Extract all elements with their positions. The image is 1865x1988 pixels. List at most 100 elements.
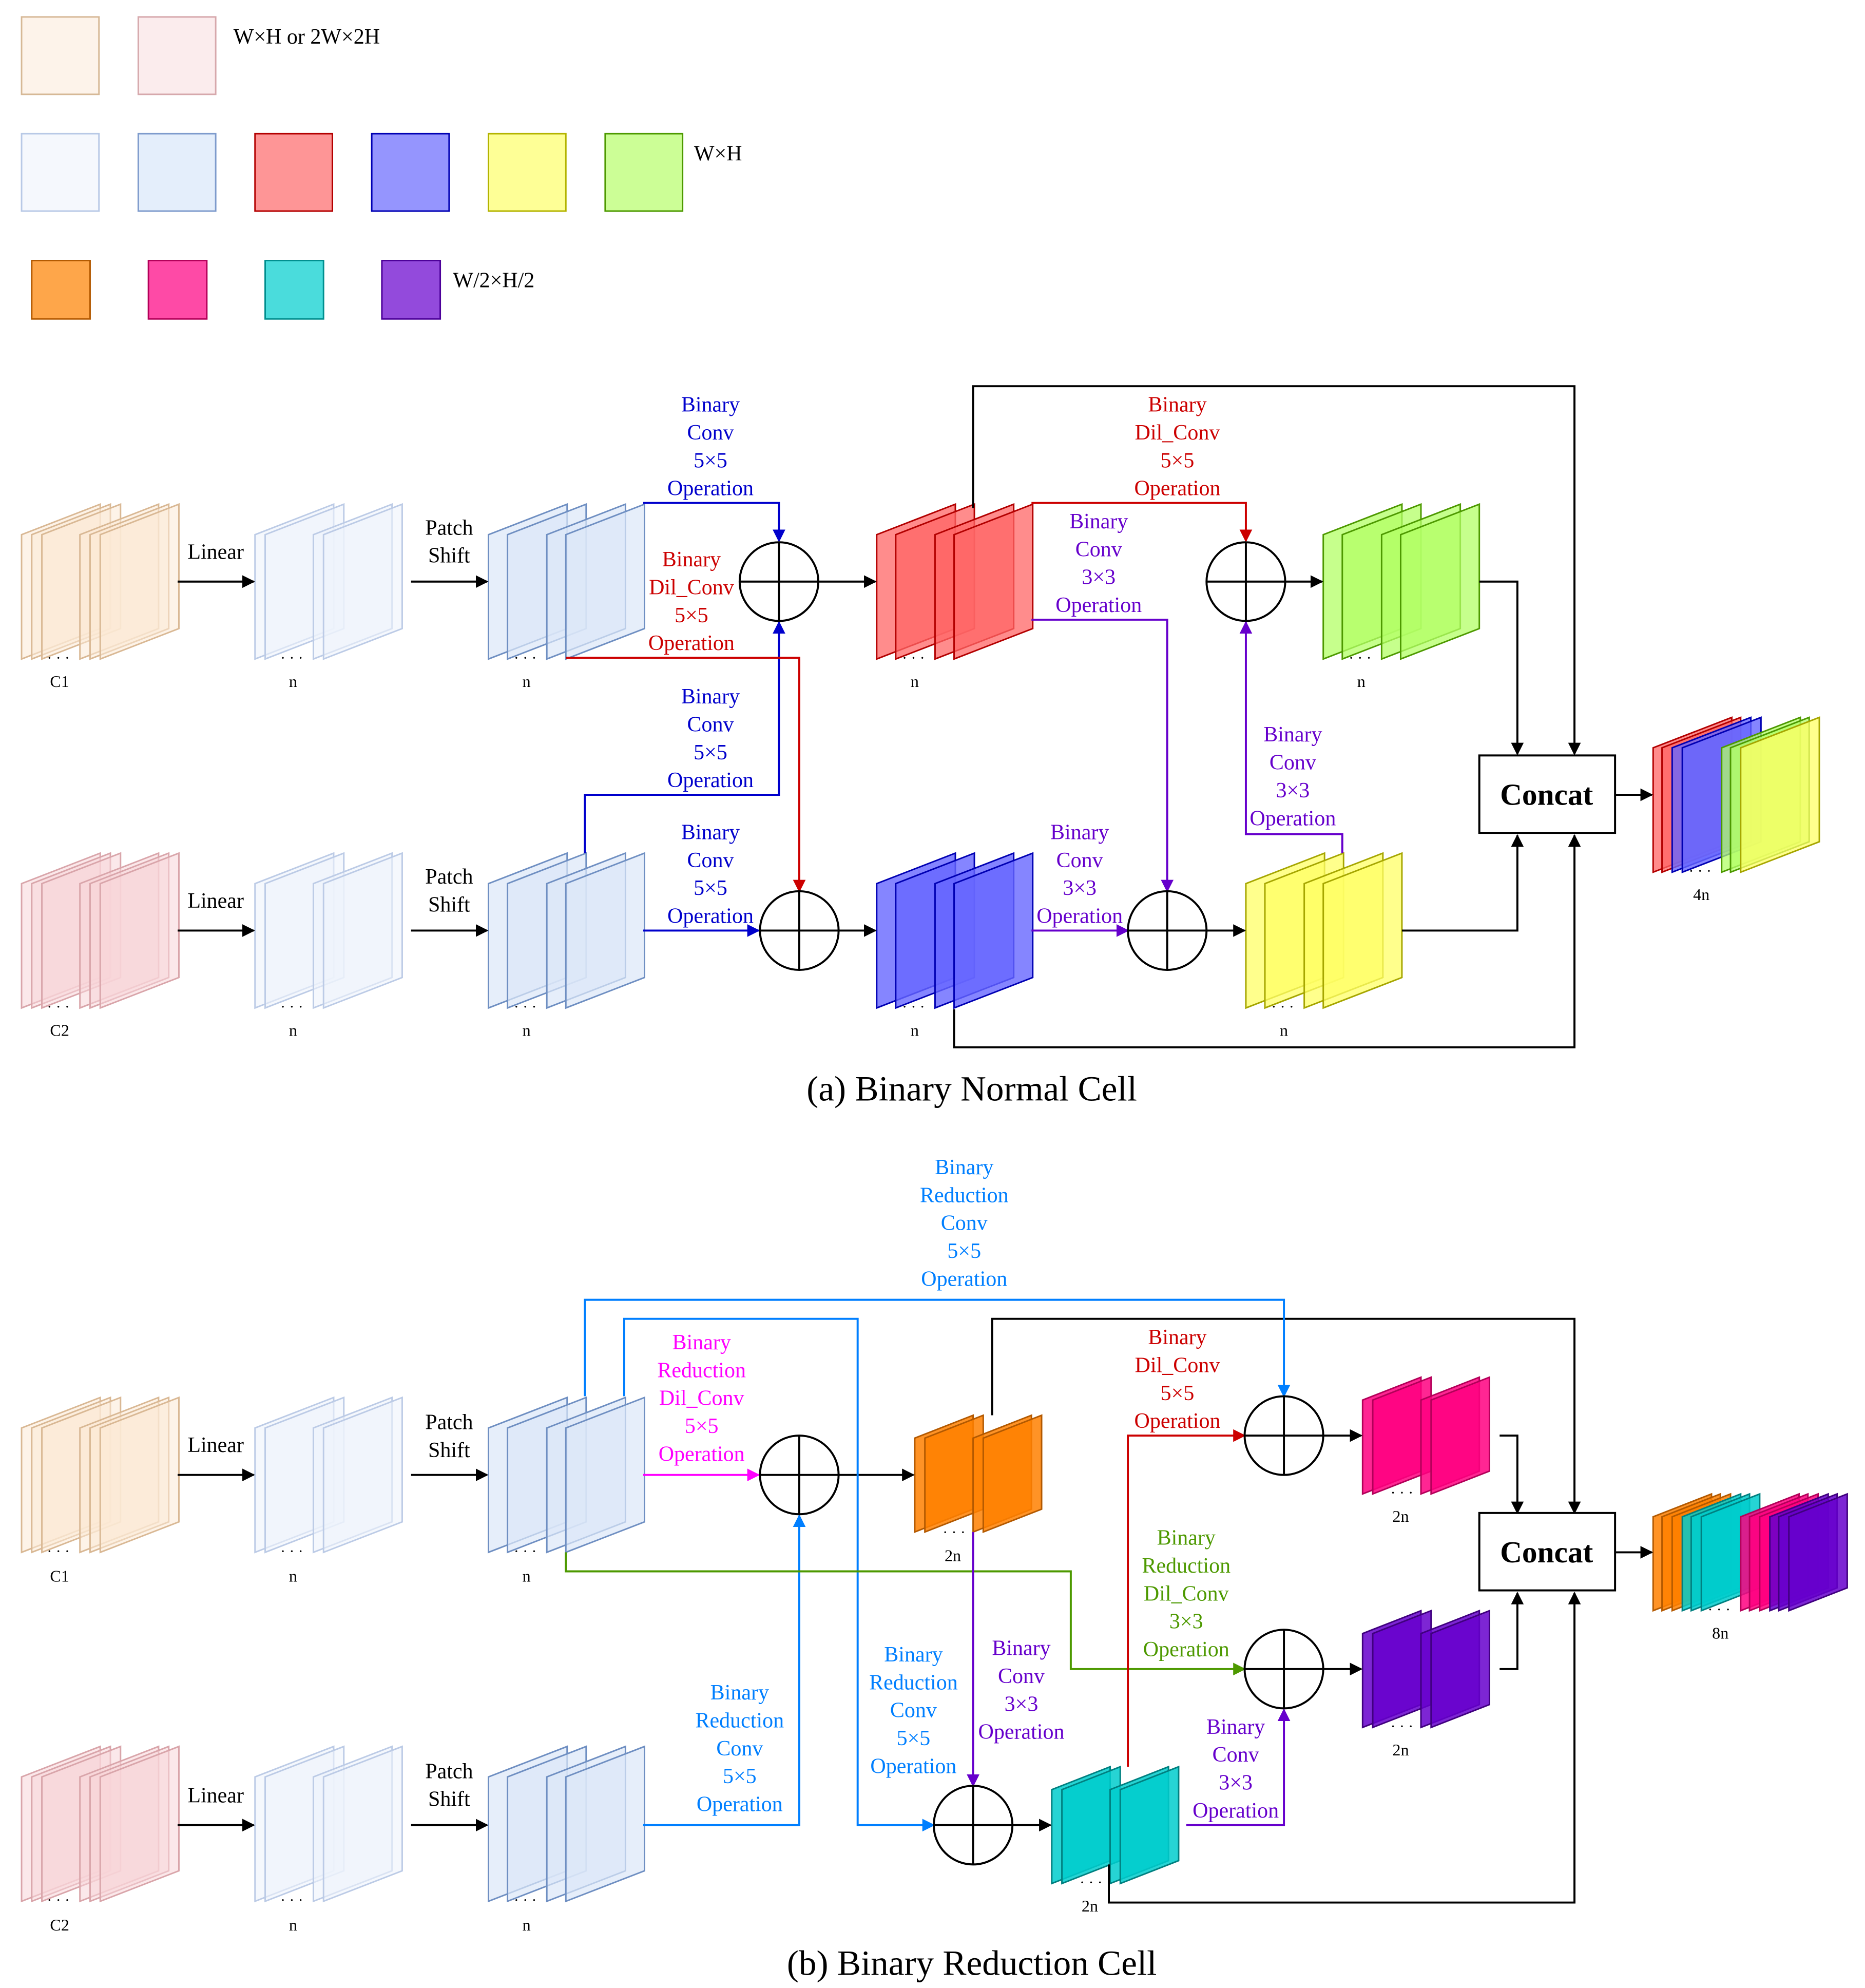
op-line: 3×3 [1063, 876, 1097, 900]
stack-ps2-normal-ellipsis: · · · [514, 999, 536, 1016]
stack-ps2-normal: · · · [488, 852, 645, 1016]
edge-cyan-concat [1108, 1592, 1581, 1904]
op-line: Operation [978, 1721, 1065, 1744]
stack-c1-red-sheet [99, 1396, 180, 1554]
op-line: Reduction [696, 1709, 784, 1732]
op-line: 5×5 [947, 1239, 981, 1263]
caption-normal: (a) Binary Normal Cell [806, 1069, 1137, 1108]
op-line: Operation [697, 1793, 783, 1817]
adder-r3 [1243, 1629, 1324, 1710]
op-line: 5×5 [1161, 1382, 1195, 1405]
concat-box-normal [1478, 754, 1617, 834]
stack-ps1-normal-sheet [565, 503, 645, 660]
reduction-adders [759, 1395, 1324, 1866]
count-n-red-4: n [523, 1916, 531, 1934]
label-linear-3: Linear [187, 1433, 244, 1457]
stack-magenta-red: · · · [1361, 1376, 1490, 1501]
feature-map-stacks: · · · · · · · · · · · · · · · · · · · · · · · ·… [21, 503, 1848, 1908]
legend-swatch-tan [21, 16, 100, 95]
op-line: Conv [998, 1665, 1045, 1688]
op-line: Conv [687, 713, 734, 736]
stack-yellow-normal: · · · [1245, 852, 1403, 1016]
stack-out-8n-ellipsis: · · · [1708, 1602, 1731, 1618]
op-line: Dil_Conv [1135, 421, 1220, 445]
op-line: 3×3 [1219, 1771, 1253, 1795]
edge-op-red-conv5-mid [623, 1317, 935, 1832]
count-n-normal-8: n [1280, 1021, 1288, 1040]
op-line: Operation [1143, 1638, 1229, 1661]
stack-blue-normal-sheet [953, 852, 1034, 1009]
op-line: Operation [667, 477, 754, 501]
op-line: Binary [1157, 1526, 1216, 1550]
op-line: Conv [1213, 1743, 1259, 1767]
op-line: Reduction [869, 1671, 958, 1694]
stack-red-normal-ellipsis: · · · [902, 650, 925, 666]
op-line: 5×5 [694, 876, 727, 900]
stack-ps2-normal-sheet [565, 852, 645, 1009]
stack-out-4n-ellipsis: · · · [1688, 863, 1711, 880]
stack-orange-red: · · · [914, 1414, 1043, 1541]
op-line: 5×5 [1161, 449, 1195, 472]
count-n-normal-1: n [289, 672, 297, 691]
concat-label-normal: Concat [1500, 778, 1593, 812]
adder-r2 [1243, 1395, 1324, 1476]
legend-swatch-pink [137, 16, 217, 95]
op-line: Binary [710, 1681, 769, 1705]
op-line: Operation [667, 769, 754, 792]
stack-n2-red-ellipsis: · · · [280, 1892, 303, 1908]
stack-yellow-normal-ellipsis: · · · [1271, 999, 1294, 1016]
count-4n: 4n [1693, 885, 1709, 904]
stack-out-4n: · · · [1652, 716, 1820, 880]
op-line: Binary [1148, 1326, 1206, 1349]
op-line: Conv [687, 849, 734, 872]
edge-op-red-conv3-right [1186, 1708, 1291, 1826]
op-line: Operation [1193, 1799, 1279, 1823]
op-line: Conv [890, 1699, 937, 1723]
stack-c1-normal-sheet [99, 503, 180, 660]
count-n-red-2: n [523, 1566, 531, 1585]
stack-n1-red: · · · [254, 1396, 403, 1560]
adder-1 [738, 541, 820, 622]
op-line: Reduction [920, 1183, 1009, 1207]
op-line: 5×5 [685, 1414, 719, 1438]
op-line: Conv [716, 1737, 763, 1761]
stack-cyan-red: · · · [1051, 1765, 1180, 1891]
stack-n1-normal-sheet [322, 503, 403, 660]
stack-n2-normal-sheet [322, 852, 403, 1009]
edge-violet-concat [1499, 1592, 1524, 1670]
op-line: Operation [667, 905, 754, 928]
op-line: Reduction [1142, 1554, 1230, 1578]
stack-ps2-red-ellipsis: · · · [514, 1892, 536, 1908]
op-line: Binary [1263, 723, 1322, 747]
edge-green-concat [1479, 580, 1524, 756]
edge-op-red-dil5-right [1127, 1429, 1246, 1767]
count-2n-magenta: 2n [1392, 1507, 1409, 1525]
normal-adders [738, 541, 1286, 971]
count-c1-normal: C1 [50, 672, 69, 691]
caption-reduction: (b) Binary Reduction Cell [787, 1943, 1157, 1982]
stack-blue-normal-ellipsis: · · · [902, 999, 925, 1016]
op-line: Operation [1055, 594, 1142, 617]
op-line: Operation [1036, 905, 1123, 928]
op-line: Operation [648, 632, 735, 655]
op-line: Conv [1270, 751, 1316, 775]
stack-ps1-red: · · · [488, 1396, 645, 1560]
op-line: Binary [1069, 510, 1128, 533]
stack-n2-red-sheet [322, 1745, 403, 1903]
label-linear-2: Linear [187, 889, 244, 913]
adder-2 [759, 890, 840, 971]
stack-c2-normal-sheet [99, 852, 180, 1009]
count-n-normal-5: n [289, 1021, 297, 1040]
stack-n1-red-ellipsis: · · · [280, 1543, 303, 1560]
op-line: Binary [681, 685, 740, 709]
